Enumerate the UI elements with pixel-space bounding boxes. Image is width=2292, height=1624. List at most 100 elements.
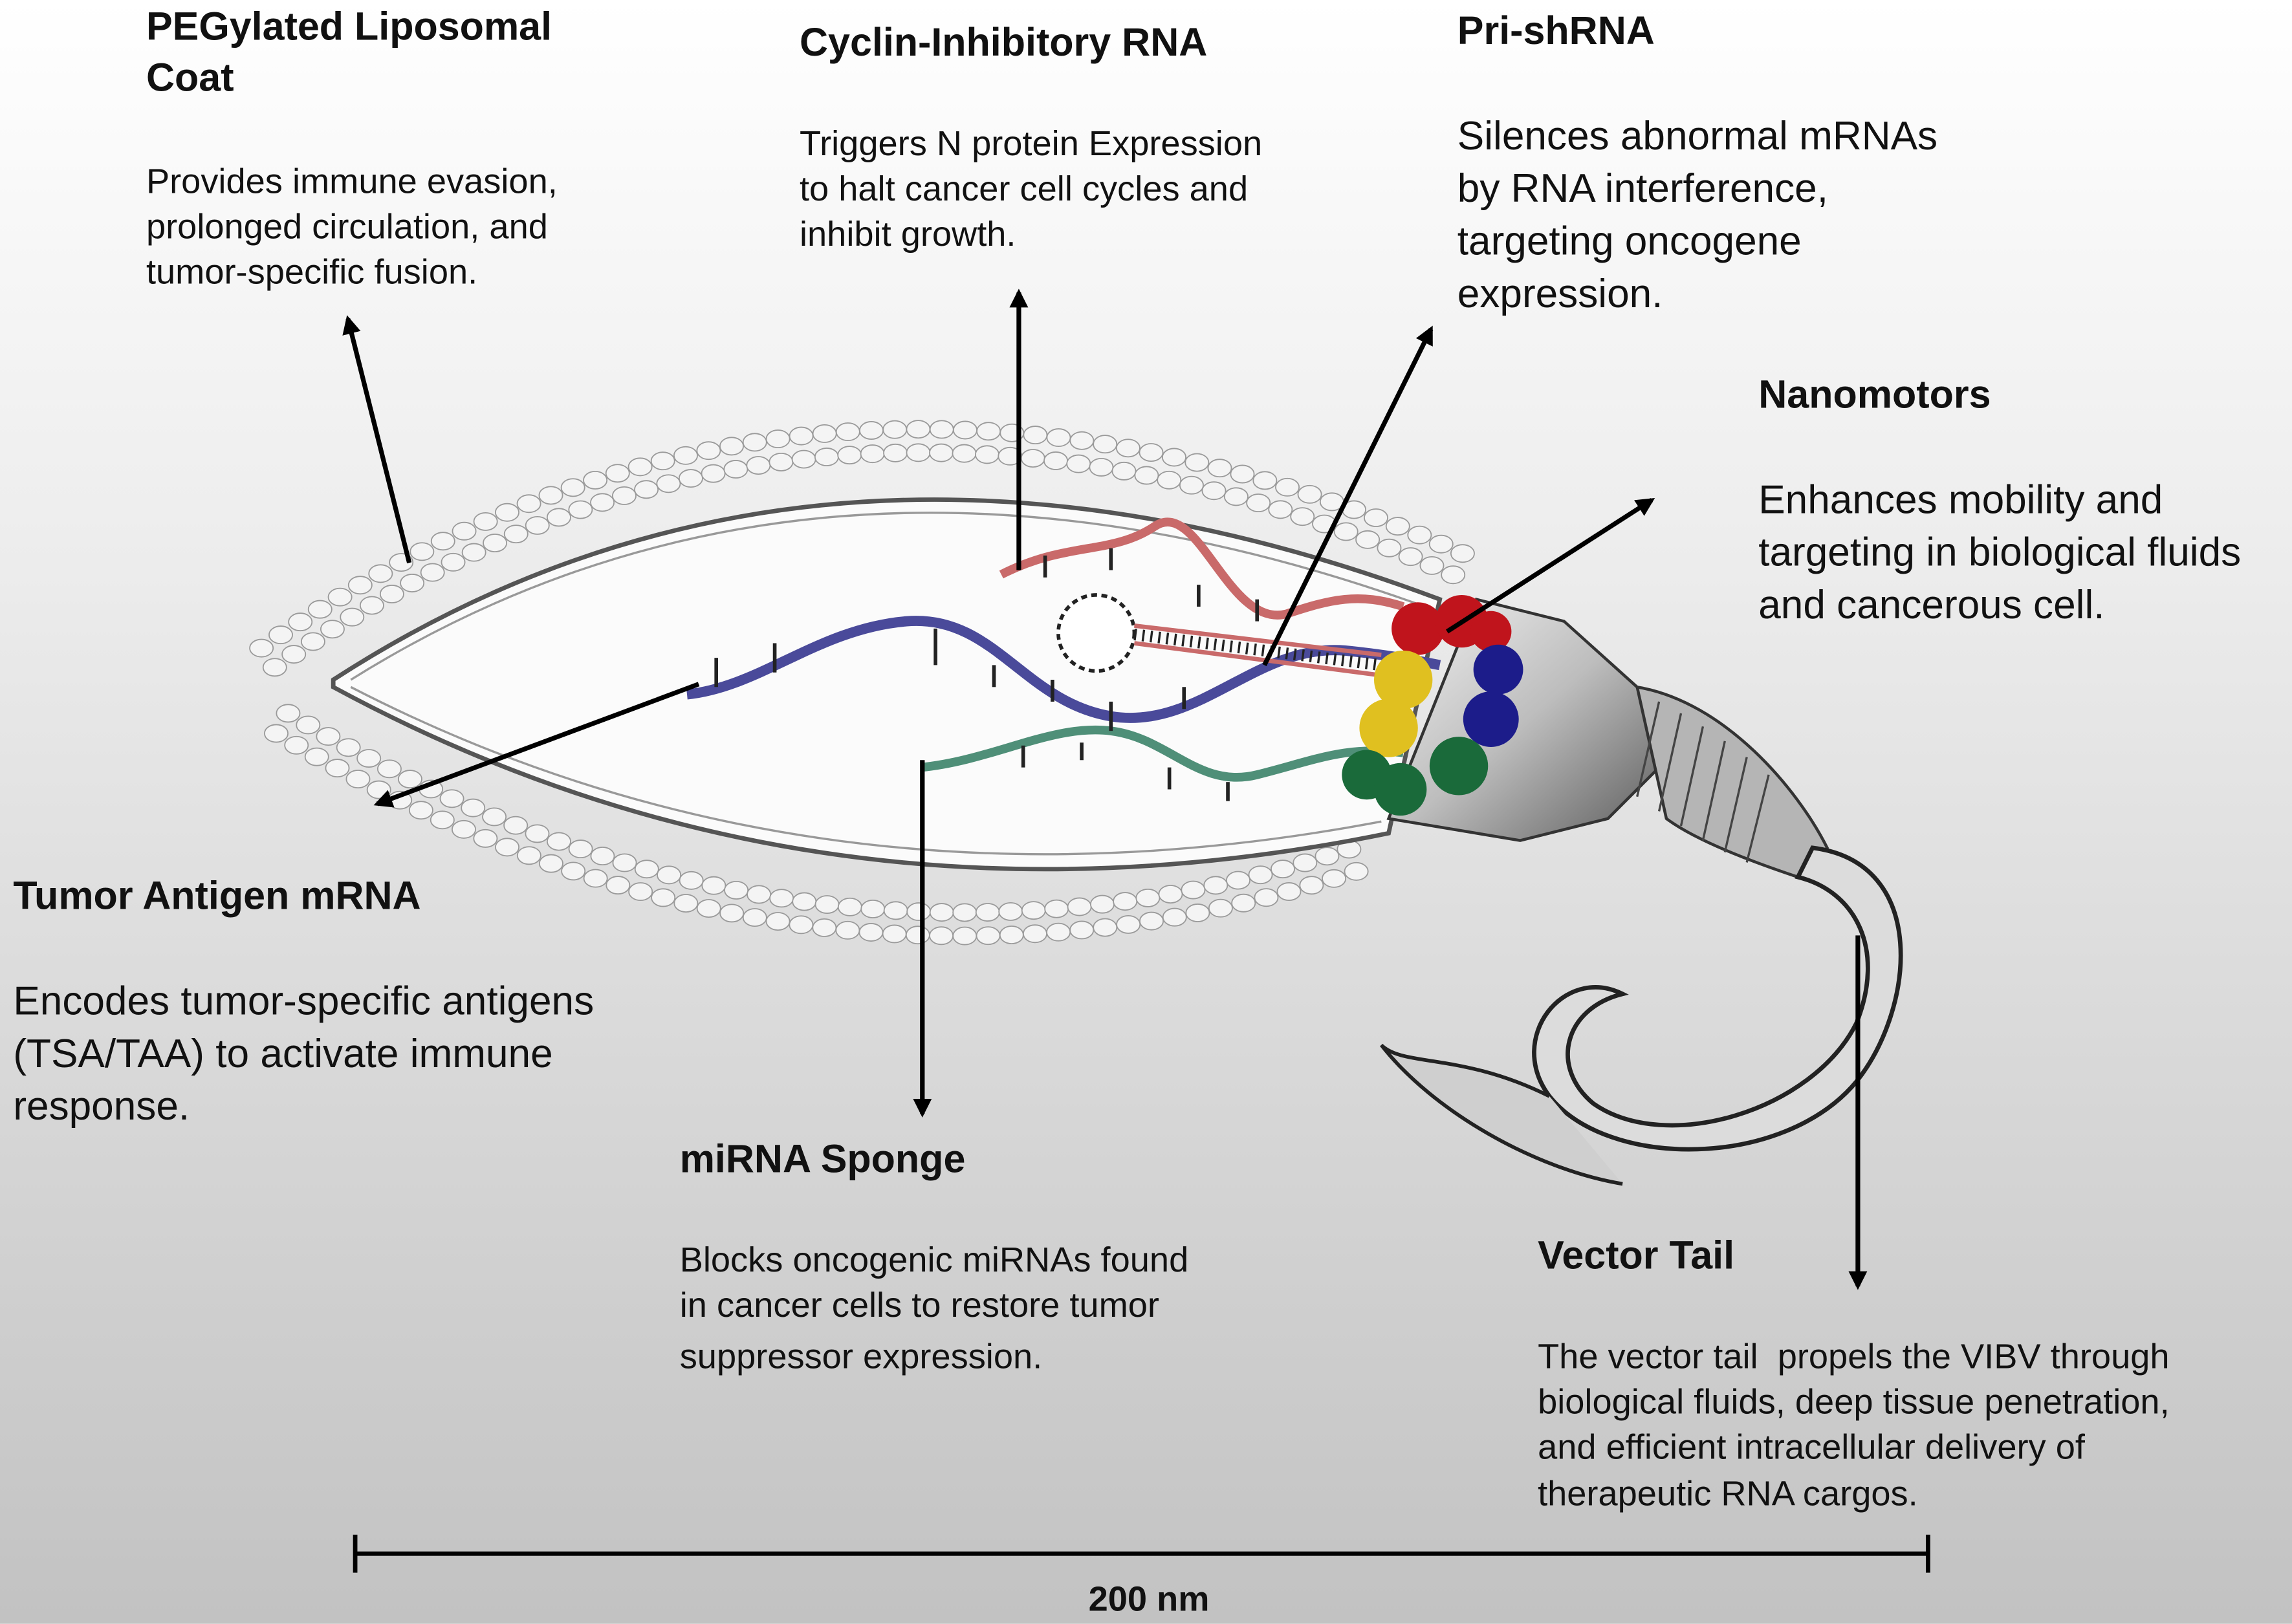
lipid-head bbox=[281, 645, 307, 664]
lipid-head bbox=[883, 901, 908, 920]
lipid-head bbox=[906, 420, 931, 439]
lipid-head bbox=[1428, 534, 1454, 554]
lipid-head bbox=[561, 861, 586, 881]
lipid-head bbox=[430, 810, 455, 830]
lipid-head bbox=[606, 876, 631, 895]
lipid-head bbox=[1023, 426, 1048, 445]
tail-rings bbox=[1636, 701, 1770, 863]
lipid-head bbox=[1162, 907, 1187, 927]
lipid-head bbox=[1268, 500, 1293, 519]
lipid-head bbox=[439, 789, 464, 808]
lipid-head bbox=[628, 457, 653, 477]
mirna-body: suppressor expression. bbox=[680, 1337, 1043, 1376]
lipid-head bbox=[769, 889, 794, 908]
lipid-head bbox=[336, 738, 361, 757]
peg-title-2: Coat bbox=[146, 55, 234, 99]
lipid-head bbox=[747, 885, 772, 904]
label-cyclin: Cyclin-Inhibitory RNA Triggers N protein… bbox=[800, 20, 1262, 254]
lipid-head bbox=[473, 512, 498, 531]
lipid-head bbox=[1203, 876, 1228, 895]
prishrna-body: Silences abnormal mRNAs bbox=[1457, 114, 1937, 158]
mirna-title: miRNA Sponge bbox=[680, 1136, 966, 1180]
lipid-head bbox=[611, 486, 637, 505]
lipid-head bbox=[724, 880, 749, 900]
lipid-head bbox=[1248, 865, 1273, 885]
nanomotors-body: targeting in biological fluids bbox=[1758, 530, 2241, 575]
lipid-head bbox=[307, 600, 333, 619]
tumor-title: Tumor Antigen mRNA bbox=[13, 874, 420, 918]
lipid-head bbox=[1181, 880, 1206, 900]
label-peg: PEGylated Liposomal Coat Provides immune… bbox=[146, 4, 558, 291]
lipid-head bbox=[1139, 911, 1164, 931]
scale-bar: 200 nm bbox=[353, 1534, 1930, 1618]
lipid-head bbox=[929, 903, 954, 922]
lipid-head bbox=[1201, 481, 1227, 501]
scale-bar-label: 200 nm bbox=[1089, 1579, 1210, 1618]
lipid-head bbox=[1441, 565, 1466, 585]
lipid-head bbox=[858, 923, 884, 942]
lipid-head bbox=[1297, 484, 1322, 504]
lipid-head bbox=[882, 420, 908, 439]
tail-title: Vector Tail bbox=[1538, 1233, 1734, 1277]
lipid-head bbox=[650, 451, 675, 471]
lipid-head bbox=[1066, 454, 1091, 473]
lipid-head bbox=[673, 446, 698, 465]
lipid-head bbox=[769, 452, 794, 471]
tail-body: and efficient intracellular delivery of bbox=[1538, 1427, 2086, 1466]
tumor-body: Encodes tumor-specific antigens bbox=[13, 979, 594, 1023]
peg-title-1: PEGylated Liposomal bbox=[146, 4, 552, 48]
lipid-head bbox=[1419, 556, 1445, 575]
lipid-head bbox=[1093, 435, 1118, 454]
lipid-head bbox=[408, 801, 433, 820]
lipid-head bbox=[678, 469, 703, 488]
lipid-head bbox=[268, 625, 293, 645]
lipid-head bbox=[368, 564, 393, 583]
lipid-head bbox=[696, 899, 721, 918]
lipid-head bbox=[1157, 470, 1182, 490]
lipid-head bbox=[1223, 487, 1249, 506]
lipid-head bbox=[1230, 464, 1255, 484]
lipid-head bbox=[377, 759, 402, 779]
lipid-head bbox=[835, 920, 860, 940]
prishrna-title: Pri-shRNA bbox=[1457, 8, 1655, 52]
lipid-head bbox=[929, 443, 954, 462]
lipid-head bbox=[1044, 899, 1069, 918]
pri-shrna-loop bbox=[1056, 593, 1137, 673]
lipid-head bbox=[719, 904, 745, 923]
lipid-head bbox=[719, 437, 744, 456]
lipid-head bbox=[320, 620, 345, 639]
lipid-head bbox=[1089, 894, 1115, 914]
lipid-head bbox=[482, 807, 507, 827]
lipid-head bbox=[812, 424, 837, 443]
lipid-head bbox=[701, 876, 726, 895]
lipid-head bbox=[837, 446, 862, 465]
lipid-head bbox=[1275, 477, 1300, 497]
lipid-head bbox=[590, 847, 615, 866]
lipid-head bbox=[441, 552, 466, 572]
lipid-head bbox=[792, 892, 817, 911]
lipid-head bbox=[1020, 449, 1045, 468]
lipid-head bbox=[461, 798, 486, 817]
lipid-head bbox=[742, 433, 767, 452]
lipid-head bbox=[1115, 438, 1141, 458]
tumor-body: response. bbox=[13, 1084, 190, 1129]
lipid-head bbox=[1179, 475, 1204, 495]
lipid-head bbox=[1299, 876, 1324, 895]
lipid-head bbox=[974, 445, 999, 464]
lipid-head bbox=[327, 587, 353, 607]
lipid-head bbox=[723, 460, 748, 479]
lipid-head bbox=[430, 532, 455, 551]
lipid-head bbox=[583, 470, 608, 490]
lipid-head bbox=[742, 908, 767, 927]
tail-body: therapeutic RNA cargos. bbox=[1538, 1475, 1918, 1513]
lipid-head bbox=[814, 448, 839, 466]
lipid-head bbox=[1208, 898, 1233, 918]
lipid-head bbox=[284, 735, 309, 755]
nanomotors-body: Enhances mobility and bbox=[1758, 477, 2163, 522]
lipid-head bbox=[1021, 901, 1046, 920]
lipid-head bbox=[583, 869, 608, 888]
lipid-head bbox=[1134, 466, 1159, 485]
arrow-tumor bbox=[373, 682, 700, 808]
label-tail: Vector Tail The vector tail propels the … bbox=[1538, 1233, 2170, 1513]
lipid-head bbox=[651, 888, 676, 907]
